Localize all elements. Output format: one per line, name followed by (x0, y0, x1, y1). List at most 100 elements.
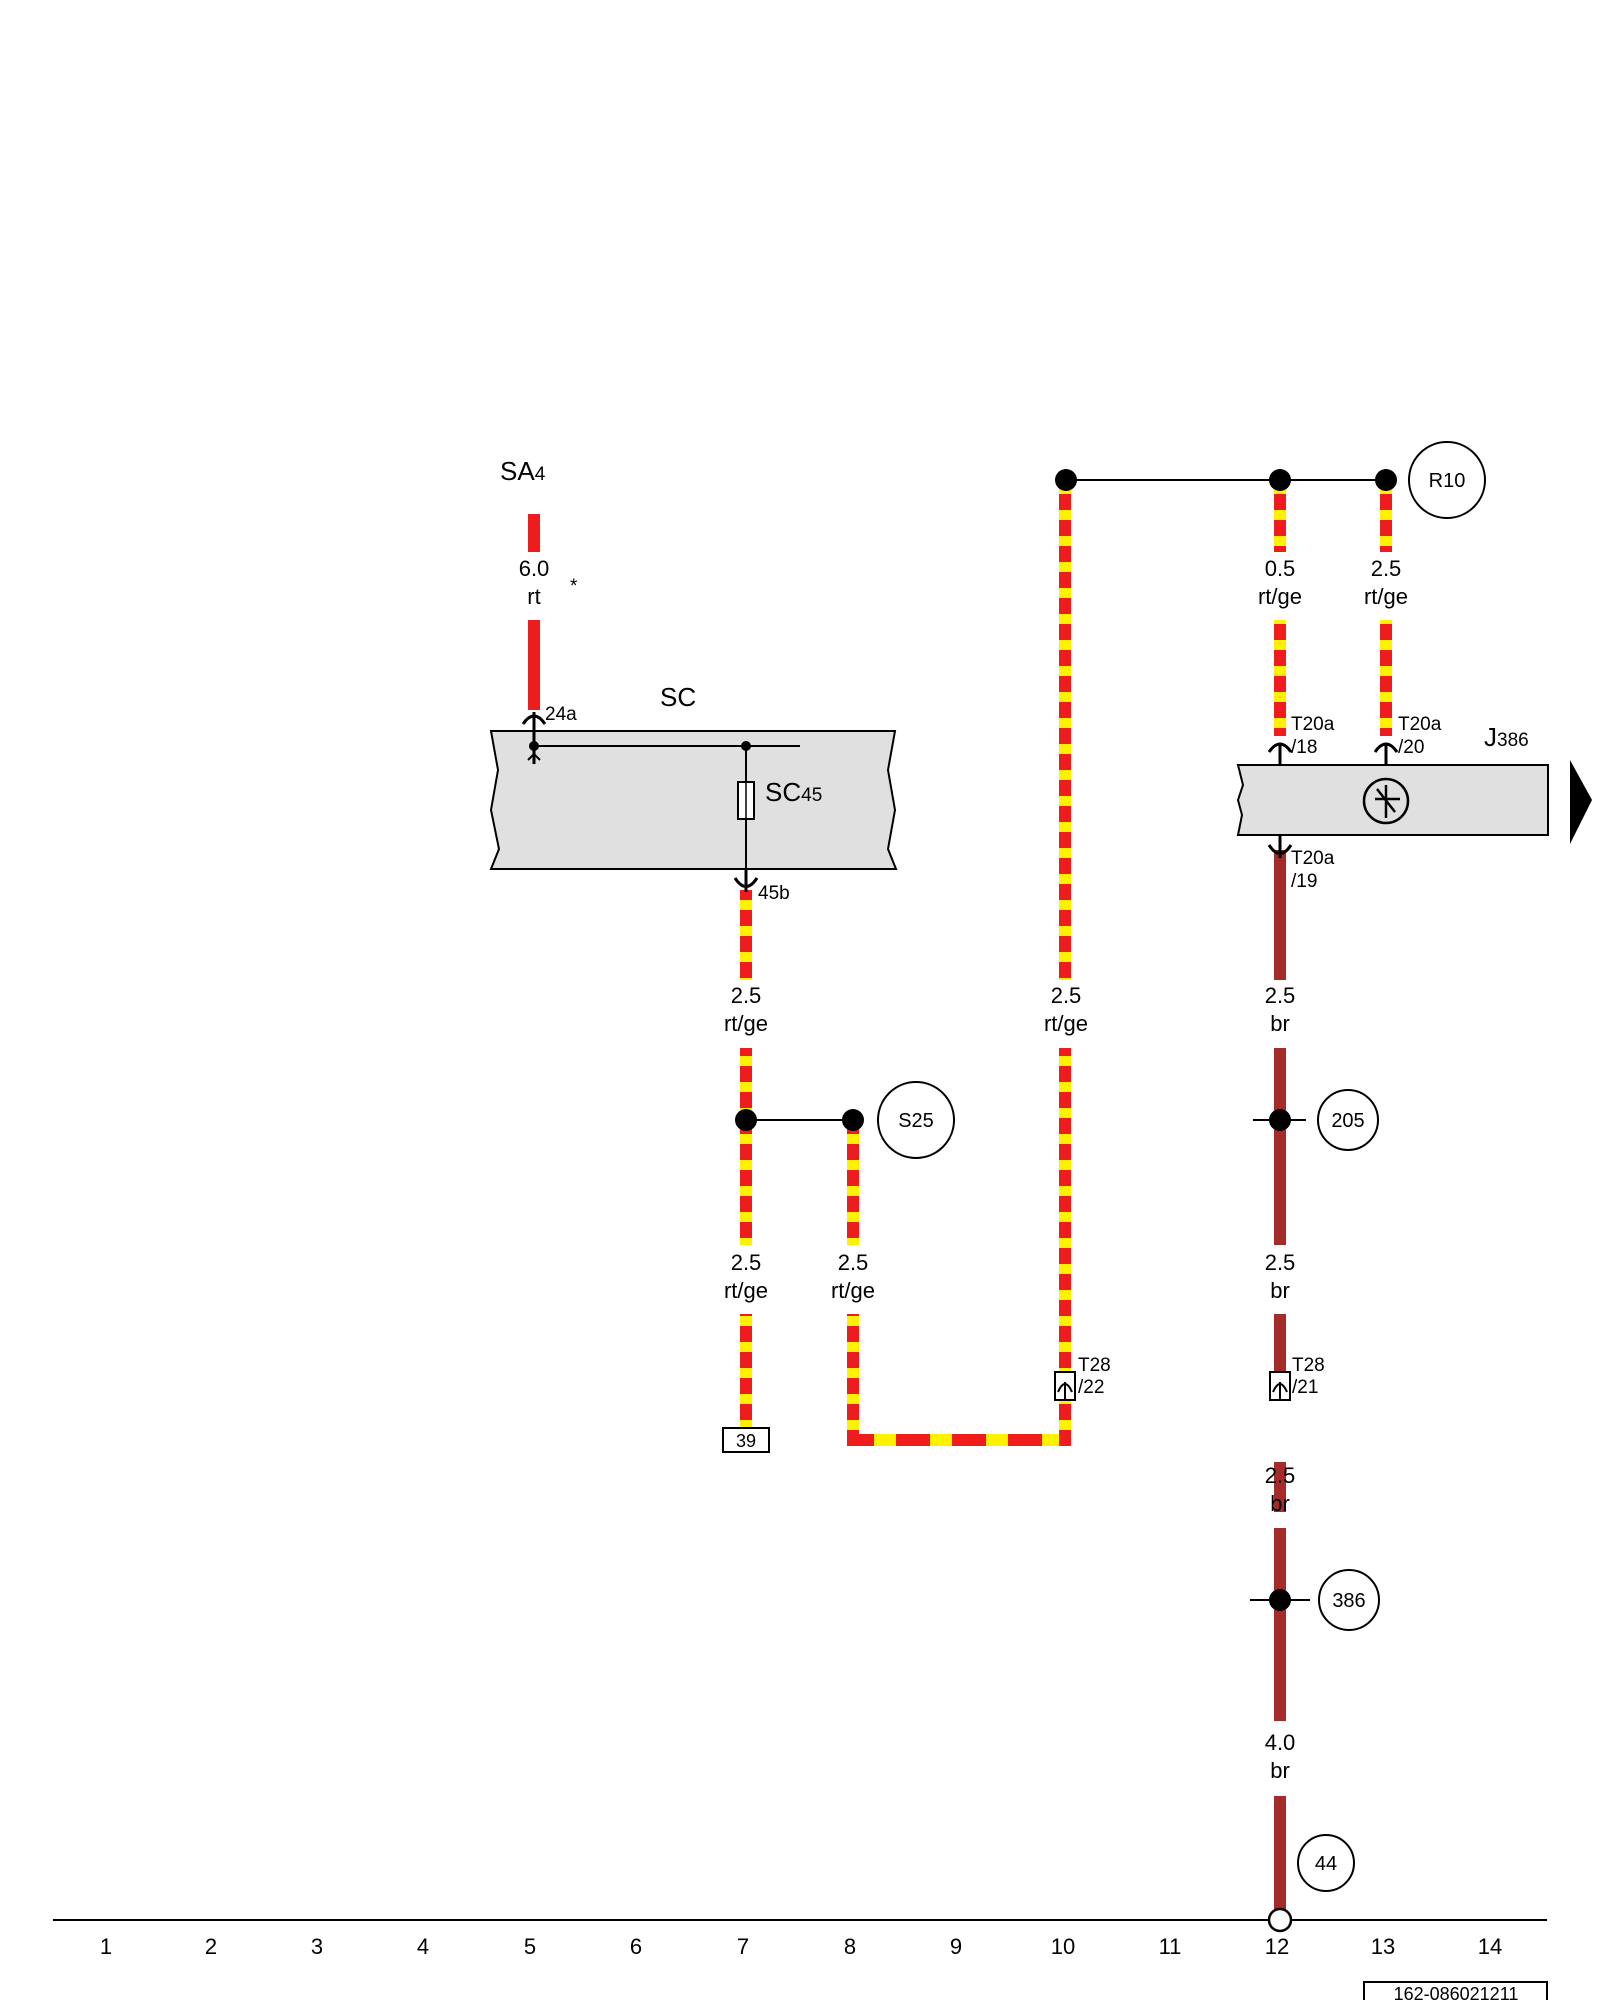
column-number: 3 (311, 1934, 323, 1959)
wire-to-t20a-18 (1274, 480, 1286, 736)
svg-text:386: 386 (1332, 1590, 1365, 1612)
pin-t20a-19 (1267, 835, 1293, 858)
drawing-reference-box: 162-086021211 (1363, 1981, 1548, 2000)
svg-text:rt/ge: rt/ge (724, 1278, 768, 1303)
svg-text:2.5: 2.5 (1051, 983, 1082, 1008)
column-number: 14 (1478, 1934, 1502, 1959)
wire-col10-vertical (1059, 480, 1071, 1446)
fuse-carrier-sc-housing (489, 730, 898, 870)
pin-24a-fork (527, 752, 541, 761)
column-number: 9 (950, 1934, 962, 1959)
ref-circle-r10: R10 (1408, 441, 1486, 519)
ref-box-39: 39 (722, 1427, 770, 1453)
pin-label-t20a-18-a: T20a (1291, 714, 1335, 735)
wire-label-s25-down: 2.5 rt/ge (831, 1250, 875, 1303)
pin-label-t20a-18-b: /18 (1291, 737, 1317, 758)
ground-point-icon (1267, 1907, 1293, 1933)
wire-label-br-upper: 2.5 br (1265, 983, 1296, 1036)
ref-circle-205: 205 (1317, 1089, 1379, 1151)
svg-text:br: br (1270, 1011, 1290, 1036)
column-number: 4 (417, 1934, 429, 1959)
wire-sa4-to-sc (528, 514, 540, 710)
wire-to-39 (740, 1314, 752, 1432)
pin-t20a-20 (1373, 742, 1399, 765)
pin-label-t20a-20-a: T20a (1398, 714, 1442, 735)
component-label-sa4: SA4 (500, 456, 546, 486)
svg-text:rt/ge: rt/ge (831, 1278, 875, 1303)
svg-text:0.5: 0.5 (1265, 556, 1296, 581)
component-label-sc45: SC45 (765, 777, 822, 807)
pin-label-t20a-20-b: /20 (1398, 737, 1424, 758)
svg-text:39: 39 (736, 1431, 756, 1451)
column-number: 6 (630, 1934, 642, 1959)
svg-text:2.5: 2.5 (731, 1250, 762, 1275)
svg-text:205: 205 (1331, 1110, 1364, 1132)
connector-t28-22-icon (1054, 1371, 1076, 1401)
pin-label-t20a-19-a: T20a (1291, 848, 1335, 869)
wire-label-sa4-to-sc: 6.0 rt (519, 556, 550, 609)
pin-label-t28-22-b: /22 (1078, 1377, 1104, 1398)
svg-text:6.0: 6.0 (519, 556, 550, 581)
junction-dots (529, 469, 1397, 1611)
column-number: 11 (1159, 1934, 1182, 1959)
svg-text:br: br (1270, 1278, 1290, 1303)
pin-label-t28-22-a: T28 (1078, 1355, 1111, 1376)
pin-label-t28-21-b: /21 (1292, 1377, 1318, 1398)
continuation-arrow-icon (1570, 760, 1592, 844)
svg-text:rt/ge: rt/ge (1044, 1011, 1088, 1036)
svg-text:rt/ge: rt/ge (1258, 584, 1302, 609)
svg-text:2.5: 2.5 (1265, 1250, 1296, 1275)
column-number: 1 (100, 1934, 112, 1959)
column-numbers: 1 2 3 4 5 6 7 8 9 10 11 12 13 14 (100, 1934, 1502, 1959)
svg-text:br: br (1270, 1758, 1290, 1783)
pin-label-t20a-19-b: /19 (1291, 871, 1317, 892)
wire-to-t20a-20 (1380, 480, 1392, 736)
svg-text:162-086021211: 162-086021211 (1394, 1984, 1519, 2000)
svg-text:S25: S25 (898, 1110, 934, 1132)
svg-text:2.5: 2.5 (731, 983, 762, 1008)
svg-text:4.0: 4.0 (1265, 1730, 1296, 1755)
column-number: 12 (1265, 1934, 1289, 1959)
pin-45b (733, 868, 759, 892)
svg-text:rt/ge: rt/ge (724, 1011, 768, 1036)
wire-label-sc45-down: 2.5 rt/ge (724, 983, 768, 1036)
wire-label-br-bottom: 4.0 br (1265, 1730, 1296, 1783)
column-number: 10 (1051, 1934, 1075, 1959)
wire-s25-down (847, 1120, 859, 1446)
svg-text:rt/ge: rt/ge (1364, 584, 1408, 609)
connector-t28-21-icon (1269, 1371, 1291, 1401)
pin-label-t28-21-a: T28 (1292, 1355, 1325, 1376)
wire-label-to-t20a-20: 2.5 rt/ge (1364, 556, 1408, 609)
wire-label-col10: 2.5 rt/ge (1044, 983, 1088, 1036)
j386-internal-symbol-icon (1362, 777, 1410, 825)
wire-label-br-low: 2.5 br (1265, 1463, 1296, 1516)
asterisk-note: * (570, 576, 578, 597)
pin-label-24a: 24a (545, 704, 577, 725)
wire-label-to-t20a-18: 0.5 rt/ge (1258, 556, 1302, 609)
wire-brown-ground (1274, 850, 1286, 1918)
svg-text:44: 44 (1315, 1853, 1337, 1875)
ref-circle-386: 386 (1318, 1569, 1380, 1631)
column-number: 8 (844, 1934, 856, 1959)
wire-bottom-horizontal (847, 1434, 1071, 1446)
column-number: 7 (737, 1934, 749, 1959)
svg-text:2.5: 2.5 (838, 1250, 869, 1275)
pin-label-45b: 45b (758, 883, 790, 904)
component-label-j386: J386 (1484, 722, 1529, 752)
svg-text:2.5: 2.5 (1265, 1463, 1296, 1488)
column-number: 5 (524, 1934, 536, 1959)
svg-text:rt: rt (527, 584, 540, 609)
wire-label-br-mid: 2.5 br (1265, 1250, 1296, 1303)
ref-circle-s25: S25 (877, 1081, 955, 1159)
column-number: 2 (205, 1934, 217, 1959)
svg-text:br: br (1270, 1491, 1290, 1516)
component-label-sc: SC (660, 682, 696, 712)
wire-label-to-39: 2.5 rt/ge (724, 1250, 768, 1303)
svg-text:2.5: 2.5 (1371, 556, 1402, 581)
wire-sc45-down (740, 890, 752, 1245)
column-number: 13 (1371, 1934, 1395, 1959)
svg-text:R10: R10 (1429, 470, 1466, 492)
svg-text:2.5: 2.5 (1265, 983, 1296, 1008)
ref-circle-44: 44 (1297, 1834, 1355, 1892)
